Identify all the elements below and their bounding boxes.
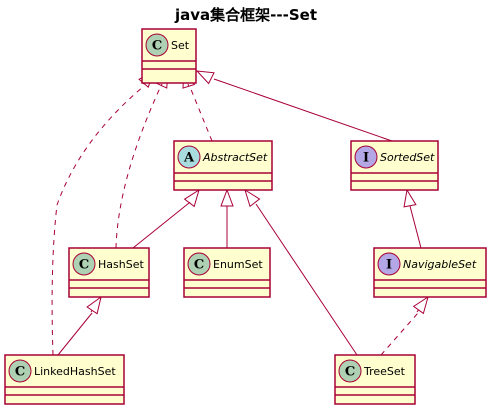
class-badge-icon (72, 252, 96, 276)
class-badge-icon (338, 359, 362, 383)
class-node-navigableset: I NavigableSet (373, 247, 487, 298)
inheritance-arrowhead (86, 295, 102, 315)
edge-treeset-to-abstractset (244, 188, 358, 356)
class-badge-icon (145, 33, 169, 57)
class-name-label: SortedSet (380, 151, 435, 164)
class-node-abstractset: A AbstractSet (173, 140, 273, 191)
edge-line-end (187, 83, 190, 87)
edge-line (132, 202, 190, 249)
inheritance-arrowhead (220, 188, 234, 207)
edge-enumset-to-abstractset (220, 188, 234, 248)
class-badge-icon (187, 252, 211, 276)
badge-letter: C (194, 258, 204, 273)
badge-letter: C (345, 365, 355, 380)
edge-linkedhashset-to-set (51, 69, 155, 356)
edge-line (213, 78, 393, 142)
class-name-label: TreeSet (363, 365, 406, 378)
abstract-badge-icon (177, 145, 201, 169)
badge-letter: C (15, 365, 25, 380)
edge-line (380, 312, 419, 356)
edge-line (51, 85, 145, 356)
edge-line-end (188, 201, 191, 204)
edge-line (189, 86, 213, 142)
badge-letter: I (386, 258, 392, 273)
edge-hashset-to-abstractset (132, 188, 200, 249)
edge-line (255, 203, 358, 356)
edge-line (409, 205, 422, 249)
edge-line-end (416, 309, 419, 313)
badge-letter: A (183, 151, 195, 166)
class-name-label: EnumSet (213, 258, 263, 271)
inheritance-arrowhead (195, 70, 215, 85)
edge-line (115, 87, 161, 249)
edge-line (57, 312, 93, 356)
class-name-label: HashSet (98, 258, 144, 271)
edge-line-end (160, 83, 163, 86)
class-node-linkedhashset: C LinkedHashSet (4, 354, 125, 405)
inheritance-arrowhead (412, 295, 429, 315)
edge-line-end (90, 310, 93, 313)
class-node-treeset: C TreeSet (334, 354, 416, 405)
inheritance-arrowhead (244, 188, 261, 208)
class-name-label: Set (171, 39, 190, 52)
edge-linkedhashset-to-hashset (57, 295, 102, 356)
interface-badge-icon (354, 145, 378, 169)
edge-navigableset-to-sortedset (403, 188, 422, 249)
inheritance-arrowhead (183, 188, 200, 208)
edge-sortedset-to-set (195, 70, 393, 142)
class-name-label: NavigableSet (403, 258, 477, 271)
badge-letter: I (363, 151, 369, 166)
edge-hashset-to-set (115, 69, 169, 249)
class-node-enumset: C EnumSet (183, 247, 271, 298)
class-name-label: LinkedHashSet (34, 365, 116, 378)
class-badge-icon (8, 359, 32, 383)
edges-layer (51, 69, 429, 356)
class-name-label: AbstractSet (202, 151, 268, 164)
class-node-sortedset: I SortedSet (350, 140, 439, 191)
interface-badge-icon (377, 252, 401, 276)
class-node-hashset: C HashSet (68, 247, 150, 298)
inheritance-arrowhead (403, 188, 417, 208)
class-node-set: C Set (141, 28, 197, 84)
badge-letter: C (79, 258, 89, 273)
diagram-title: java集合框架---Set (174, 6, 317, 24)
badge-letter: C (152, 39, 162, 54)
edge-treeset-to-navigableset (380, 295, 429, 356)
